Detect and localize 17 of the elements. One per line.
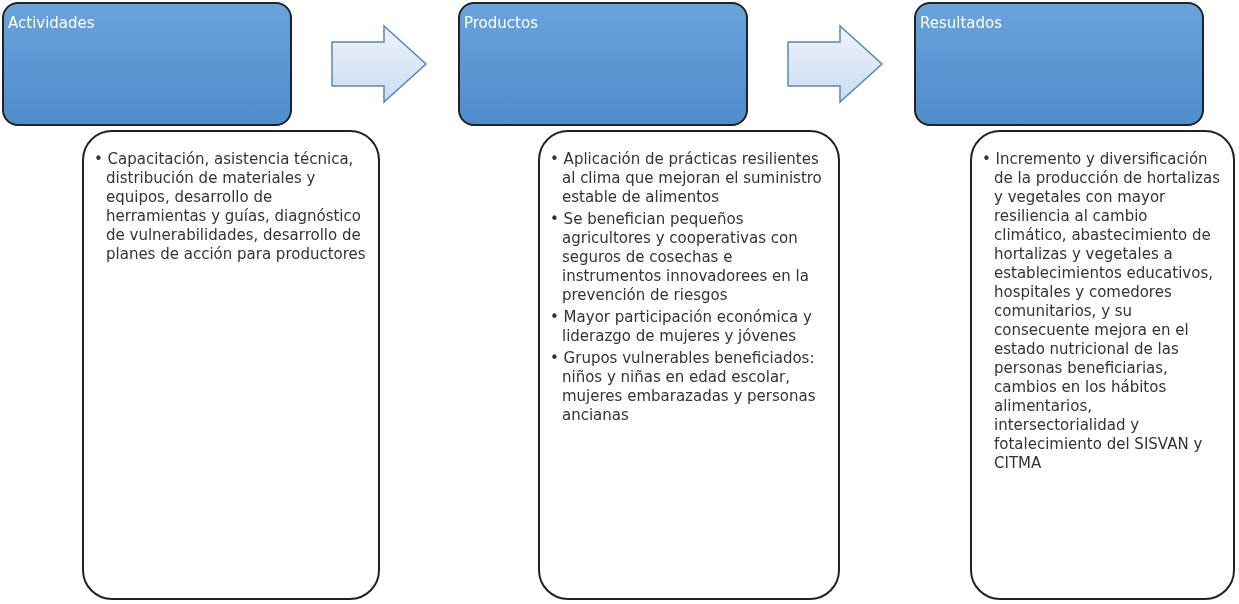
bullet-text: • Capacitación, asistencia técnica, distribución de materiales y equipos, desarrollo de herramientas y guías, diagnóstico de vulnerabilidades, desarrollo de planes de acción para productores	[94, 150, 367, 264]
heading-box	[914, 2, 1204, 126]
text-card	[970, 130, 1235, 600]
heading-text: Resultados	[920, 14, 1003, 32]
bullet-text: • Se benefician pequeños agricultores y cooperativas con seguros de cosechas e instrumentos innovadorees en la prevención de riesgos	[550, 210, 810, 305]
bullet-text: • Grupos vulnerables beneficiados: niños y niñas en edad escolar, mujeres embarazadas y personas ancianas	[550, 349, 817, 425]
block-arrow	[787, 24, 884, 104]
heading-box	[2, 2, 292, 126]
bullet-text: • Incremento y diversificación de la producción de hortalizas y vegetales con mayor resiliencia al cambio climático, abastecimiento de hortalizas y vegetales a establecimientos educativos, hospitales y comedores comunitarios, y su consecuente mejora en el estado nutricional de las personas beneficiarias, cambios en los hábitos alimentarios, intersectorialidad y fotalecimiento del SISVAN y CITMA	[982, 150, 1221, 473]
bullet-text: • Aplicación de prácticas resilientes al clima que mejoran el suministro estable de alimentos	[550, 150, 823, 207]
heading-text: Productos	[464, 14, 538, 32]
heading-text: Actividades	[8, 14, 95, 32]
text-card	[538, 130, 840, 600]
bullet-text: • Mayor participación económica y liderazgo de mujeres y jóvenes	[550, 308, 813, 346]
block-arrow	[331, 24, 428, 104]
text-card	[82, 130, 380, 600]
heading-box	[458, 2, 748, 126]
